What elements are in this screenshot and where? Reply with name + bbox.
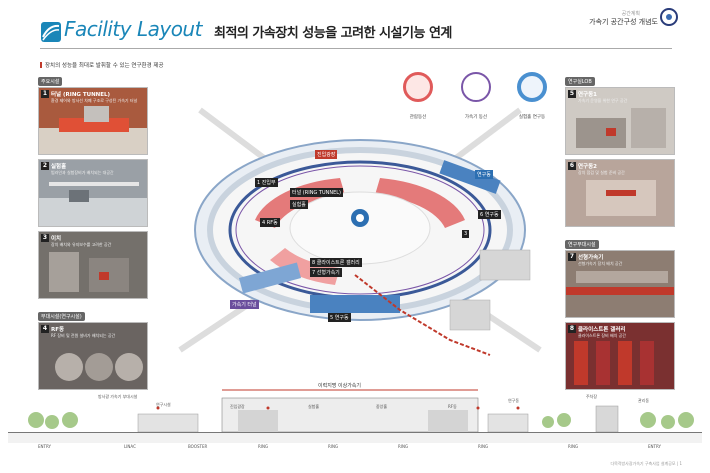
elev-label: 연구시설 — [156, 402, 171, 407]
section-tag: 연구부대시설 — [565, 240, 599, 249]
header: Facility Layout 최적의 가속장치 성능을 고려한 시설기능 연계… — [0, 0, 710, 62]
facility-card: 2 실험홀 빔라인과 실험장비가 배치되는 대공간 — [38, 159, 148, 227]
brand-emblem-icon — [660, 8, 678, 26]
subtitle: 장치의 성능을 최대로 발휘할 수 있는 연구환경 제공 — [40, 61, 164, 69]
logo-icon — [41, 22, 61, 42]
brand-name: 가속기 공간구성 개념도 — [589, 18, 658, 26]
callout-linac: 7 선형가속기 — [310, 268, 342, 277]
facility-card: 8 클라이스트론 갤러리 클라이스트론 장비 배치 공간 — [565, 322, 675, 390]
callout-rf: 4 RF동 — [260, 218, 280, 227]
card-number: 6 — [568, 162, 576, 170]
elev-label: 방사광 가속기 부대시설 — [98, 394, 138, 399]
site-plan-diagram: 진입광장 1 진입부 터널 (RING TUNNEL) 실험홀 연구동 4 RF… — [160, 100, 560, 380]
card-number: 8 — [568, 325, 576, 333]
card-desc: 환경 제어와 방사선 차폐 구조로 구성된 가속기 터널 — [51, 98, 138, 103]
footer-note: 다목적방사광가속기 구축사업 설계공모 | 1 — [610, 461, 682, 466]
card-title: 클라이스트론 갤러리 — [578, 327, 626, 333]
card-desc: RF 장비 및 전원 설비가 배치되는 공간 — [51, 333, 116, 338]
elev-label: RF동 — [448, 404, 457, 409]
klystron-photo — [566, 323, 674, 389]
card-title: 연구동2 — [578, 164, 598, 170]
elev-bottom-label: ENTRY — [38, 444, 51, 449]
card-title: 실험홀 — [51, 164, 67, 170]
ground-line — [8, 432, 702, 433]
callout-accel-tunnel: 가속기 터널 — [230, 300, 259, 309]
callout-lab-building: 연구동 — [475, 170, 493, 179]
facility-card: 4 RF동 RF 장비 및 전원 설비가 배치되는 공간 — [38, 322, 148, 390]
section-tag: 부대시설(연구시설) — [38, 312, 85, 321]
facility-card: 3 이치 장치 배치와 유지보수를 고려한 공간 — [38, 231, 148, 299]
callout-klystron: 8 클라이스트론 갤러리 — [310, 258, 362, 267]
elev-bottom-label: RING — [568, 444, 579, 449]
elev-label: 진입광장 — [230, 404, 245, 409]
elev-label: 실험홀 — [308, 404, 320, 409]
card-desc: 장치 점검 및 실험 준비 공간 — [578, 170, 625, 175]
callout-3: 3 — [462, 230, 470, 238]
elev-label: 연구동 — [508, 398, 520, 403]
callout-ring-tunnel: 터널 (RING TUNNEL) — [290, 188, 343, 197]
site-plan-svg — [178, 107, 542, 356]
lab-photo — [566, 88, 674, 154]
visitor-route-icon — [403, 72, 433, 102]
card-desc: 가속기 운영을 위한 연구 공간 — [578, 98, 628, 103]
legend-visitor-route: 관람동선 — [398, 72, 438, 120]
card-title: 이치 — [51, 236, 62, 242]
elev-bottom-label: BOOSTER — [188, 444, 208, 449]
elev-label: 주차장 — [586, 394, 598, 399]
left-column: 주요시설 1 터널 (RING TUNNEL) 환경 제어와 방사선 차폐 구조… — [38, 68, 148, 394]
elev-bottom-label: RING — [258, 444, 269, 449]
card-number: 4 — [41, 325, 49, 333]
facility-card: 5 연구동1 가속기 운영을 위한 연구 공간 — [565, 87, 675, 155]
facility-card: 7 선형가속기 선형가속기 장치 배치 공간 — [565, 250, 675, 318]
equipment-photo — [39, 232, 147, 298]
accelerator-route-icon — [461, 72, 491, 102]
linac-photo — [566, 251, 674, 317]
elev-bottom-label: RING — [478, 444, 489, 449]
card-number: 5 — [568, 90, 576, 98]
card-number: 3 — [41, 234, 49, 242]
callout-exp-hall: 실험홀 — [290, 200, 308, 209]
card-desc: 클라이스트론 장비 배치 공간 — [578, 333, 626, 338]
right-column: 연구실LOB 5 연구동1 가속기 운영을 위한 연구 공간 6 연구동2 장치… — [565, 68, 677, 394]
elevation-svg — [8, 389, 702, 443]
elev-label: 중앙홀 — [376, 404, 388, 409]
card-number: 1 — [41, 90, 49, 98]
facility-card: 1 터널 (RING TUNNEL) 환경 제어와 방사선 차폐 구조로 구성된… — [38, 87, 148, 155]
legend-accelerator-route: 가속기 동선 — [456, 72, 496, 120]
elev-bottom-label: ENTRY — [648, 444, 661, 449]
card-number: 2 — [41, 162, 49, 170]
elev-bottom-label: LINAC — [124, 444, 136, 449]
section-tag: 연구실LOB — [565, 77, 595, 86]
elev-bottom-label: RING — [328, 444, 339, 449]
card-number: 7 — [568, 253, 576, 261]
facility-card: 6 연구동2 장치 점검 및 실험 준비 공간 — [565, 159, 675, 227]
lab-route-icon — [517, 72, 547, 102]
callout-entrance-plaza: 진입광장 — [315, 150, 338, 159]
legend-lab-route: 실험홀 연구동 — [512, 72, 552, 120]
card-desc: 장치 배치와 유지보수를 고려한 공간 — [51, 242, 112, 247]
callout-lab6: 6 연구동 — [478, 210, 501, 219]
elevation-title: 이력지명 이상가속기 — [318, 383, 361, 389]
experiment-hall-photo — [39, 160, 147, 226]
callout-lab5: 5 연구동 — [328, 313, 351, 322]
page-title-en: Facility Layout — [64, 17, 202, 41]
brand-sub: 공간계획 — [621, 11, 640, 17]
callout-entry: 1 진입부 — [255, 178, 278, 187]
card-desc: 선형가속기 장치 배치 공간 — [578, 261, 623, 266]
tunnel-photo — [39, 88, 147, 154]
site-elevation: 이력지명 이상가속기 방사광 가속기 부대시설 연구시설 진입광장 실험홀 중앙… — [8, 380, 702, 472]
card-title: 연구동1 — [578, 92, 598, 98]
header-divider — [40, 48, 672, 49]
elev-bottom-label: RING — [398, 444, 409, 449]
lab2-photo — [566, 160, 674, 226]
card-desc: 빔라인과 실험장비가 배치되는 대공간 — [51, 170, 114, 175]
section-tag: 주요시설 — [38, 77, 63, 86]
elev-label: 관리동 — [638, 398, 650, 403]
card-title: 선형가속기 — [578, 255, 604, 261]
page-title-ko: 최적의 가속장치 성능을 고려한 시설기능 연계 — [214, 26, 452, 41]
card-title: 터널 (RING TUNNEL) — [51, 92, 111, 98]
card-title: RF동 — [51, 327, 65, 333]
rf-photo — [39, 323, 147, 389]
